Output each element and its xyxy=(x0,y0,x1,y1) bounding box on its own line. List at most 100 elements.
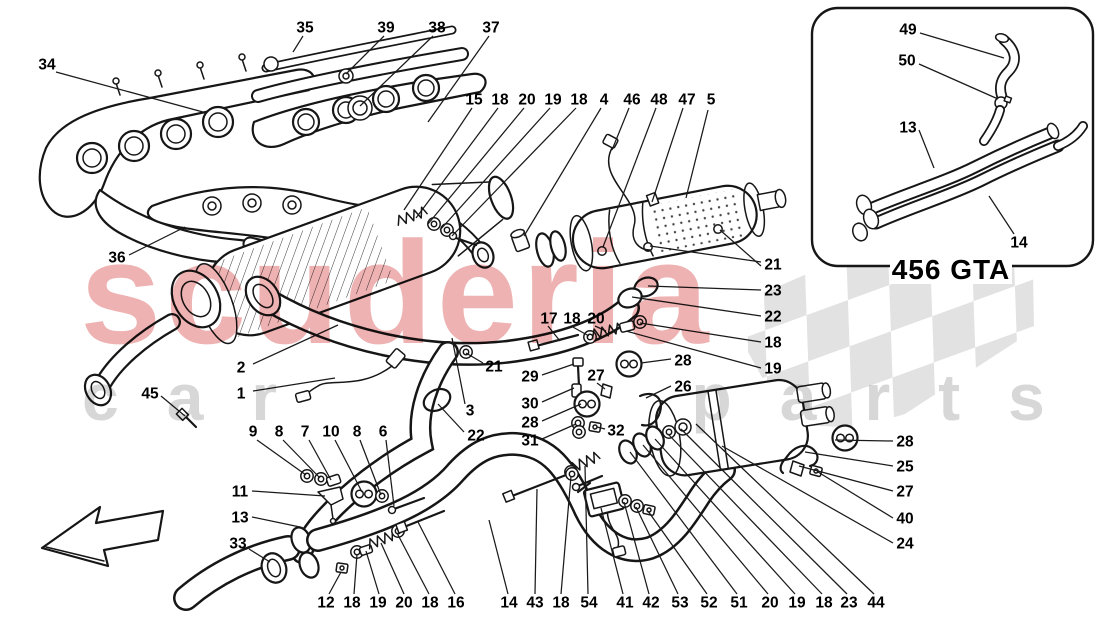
leader-line xyxy=(919,32,1005,59)
part-number-label: 43 xyxy=(526,595,544,612)
part-number-label: 19 xyxy=(544,92,562,109)
leader-line xyxy=(328,571,342,595)
leader-line xyxy=(596,426,606,430)
leader-line xyxy=(308,439,332,481)
leader-line xyxy=(645,385,672,399)
leader-line xyxy=(437,403,465,433)
part-number-label: 30 xyxy=(521,396,538,413)
part-number-label: 19 xyxy=(764,361,782,378)
part-number-label: 49 xyxy=(899,22,917,39)
leader-line xyxy=(721,445,894,544)
part-number-label: 20 xyxy=(761,595,778,612)
leader-line xyxy=(635,506,679,595)
leader-line xyxy=(282,439,321,479)
part-number-label: 8 xyxy=(353,424,362,441)
part-number-label: 48 xyxy=(650,92,668,109)
leader-line xyxy=(596,382,606,390)
part-number-label: 35 xyxy=(296,20,314,37)
leader-line xyxy=(547,325,561,342)
part-number-label: 32 xyxy=(607,423,624,440)
part-number-label: 3 xyxy=(466,403,475,420)
part-number-label: 22 xyxy=(764,309,781,326)
leader-line xyxy=(403,107,473,211)
leader-line xyxy=(541,363,575,376)
part-number-label: 21 xyxy=(485,359,503,376)
part-number-label: 5 xyxy=(707,92,716,109)
part-number-label: 18 xyxy=(552,595,570,612)
part-number-label: 52 xyxy=(700,595,717,612)
bolt-43 xyxy=(510,473,568,498)
clamp-22 xyxy=(617,287,643,309)
leader-line xyxy=(380,542,405,595)
part-number-label: 33 xyxy=(229,536,247,553)
part-number-label: 16 xyxy=(447,595,465,612)
leader-line xyxy=(451,337,466,405)
gasket-38 xyxy=(347,95,373,121)
leader-line xyxy=(55,71,204,113)
leader-line xyxy=(365,550,380,595)
leader-line xyxy=(252,377,336,392)
leader-line xyxy=(834,439,894,442)
part-number-label: 47 xyxy=(678,92,695,109)
part-number-label: 1 xyxy=(237,386,246,403)
part-number-label: 19 xyxy=(369,595,387,612)
part-number-label: 34 xyxy=(38,57,56,74)
pin-54 xyxy=(576,481,592,494)
spring-bolt-top xyxy=(394,205,531,253)
leader-line xyxy=(251,490,326,497)
leader-line xyxy=(541,423,577,440)
hanger-cluster-left xyxy=(300,469,446,574)
part-number-label: 27 xyxy=(587,368,604,385)
part-number-label: 6 xyxy=(379,424,388,441)
leader-line xyxy=(248,548,271,563)
clip-27-mid xyxy=(600,383,613,399)
part-number-label: 18 xyxy=(764,335,782,352)
leader-line xyxy=(594,325,607,332)
leader-line xyxy=(465,352,484,364)
part-number-label: 42 xyxy=(642,595,659,612)
part-number-label: 18 xyxy=(563,311,581,328)
part-number-label: 15 xyxy=(465,92,483,109)
part-number-label: 18 xyxy=(815,595,833,612)
part-number-label: 26 xyxy=(674,379,692,396)
inset-box: 456 GTA xyxy=(810,6,1095,285)
leader-line xyxy=(639,322,762,343)
hose-49 xyxy=(994,33,1010,43)
part-number-label: 9 xyxy=(249,424,258,441)
part-number-label: 20 xyxy=(587,311,604,328)
spring-bolt-mid xyxy=(527,315,647,352)
part-number-label: 13 xyxy=(231,510,249,527)
part-number-label: 18 xyxy=(570,92,588,109)
leader-line xyxy=(451,107,577,237)
leader-line xyxy=(292,35,304,53)
leader-line xyxy=(647,510,708,595)
part-number-label: 37 xyxy=(482,20,499,37)
leader-line xyxy=(353,553,358,595)
leader-line xyxy=(680,428,848,595)
rear-silencer xyxy=(569,182,787,272)
part-number-label: 18 xyxy=(491,92,509,109)
part-number-label: 39 xyxy=(377,20,395,37)
inset-model-label: 456 GTA xyxy=(892,254,1011,285)
leader-line xyxy=(642,444,769,595)
leader-line xyxy=(439,107,551,231)
leader-line xyxy=(651,107,684,203)
part-number-label: 53 xyxy=(671,595,689,612)
leader-line xyxy=(359,439,382,496)
part-number-label: 31 xyxy=(521,433,539,450)
direction-arrow xyxy=(40,505,165,568)
part-number-label: 18 xyxy=(421,595,439,612)
part-number-label: 27 xyxy=(896,484,913,501)
part-number-label: 23 xyxy=(840,595,858,612)
leader-line xyxy=(252,324,339,365)
leader-line xyxy=(427,107,525,225)
part-number-label: 51 xyxy=(730,595,748,612)
leader-line xyxy=(798,465,894,492)
leader-line xyxy=(251,516,301,528)
part-number-label: 13 xyxy=(899,120,917,137)
leader-line xyxy=(719,229,762,267)
leader-line xyxy=(695,423,875,595)
clip-27 xyxy=(789,460,805,477)
leader-line xyxy=(817,471,894,519)
